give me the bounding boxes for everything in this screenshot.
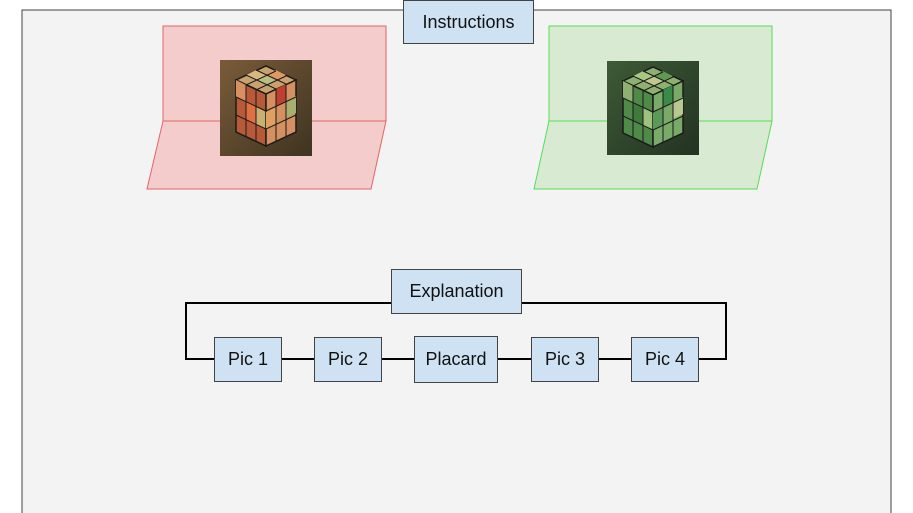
pic4-box: Pic 4: [631, 337, 699, 382]
connector-explanation-to-pic1: [185, 302, 391, 360]
explanation-box: Explanation: [391, 269, 522, 314]
connector-lines: [185, 302, 727, 360]
pic3-box: Pic 3: [531, 337, 599, 382]
connector-explanation-to-pic4: [521, 302, 727, 360]
instructions-box: Instructions: [403, 0, 534, 44]
pic1-box: Pic 1: [214, 337, 282, 382]
rubiks-cube-green-icon: [607, 61, 699, 155]
rubiks-cube-red-icon: [220, 60, 312, 156]
pic2-box: Pic 2: [314, 337, 382, 382]
placard-box: Placard: [414, 336, 498, 383]
